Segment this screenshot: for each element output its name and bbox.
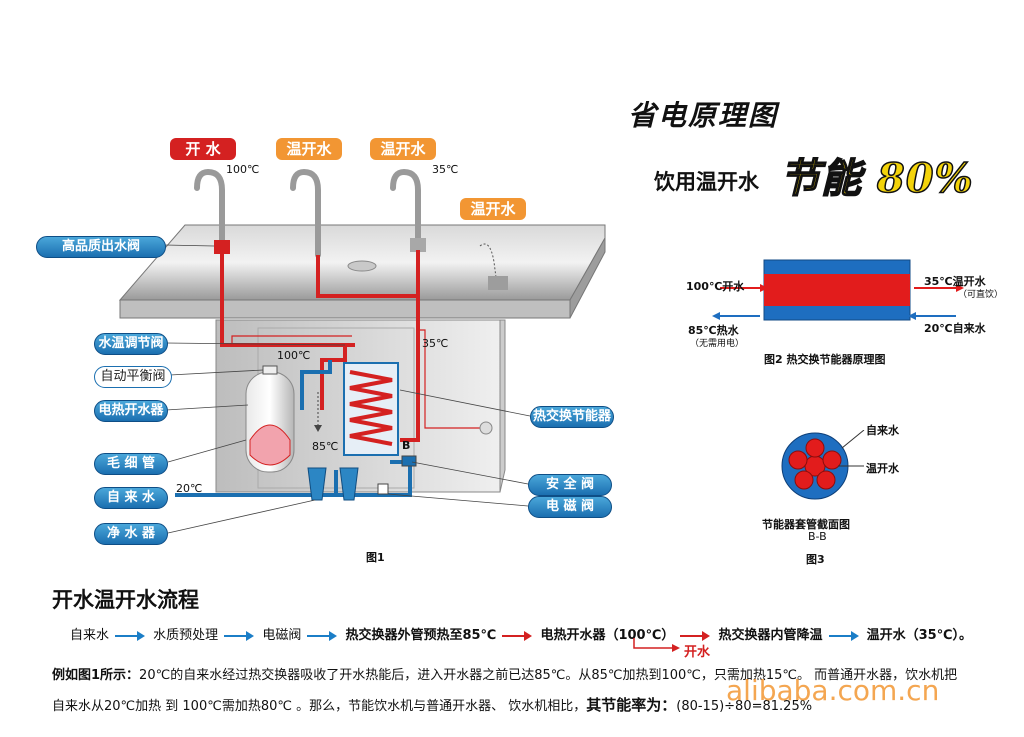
flow-step-4: 热交换器外管预热至85℃ [345, 628, 497, 643]
flow-arrow-icon [115, 630, 146, 641]
drain [347, 260, 377, 272]
temp-85: 85℃ [312, 440, 339, 453]
temp-35-mid: 35℃ [422, 337, 449, 350]
label-outlet-valve: 高品质出水阀 [36, 236, 166, 258]
para1-lead: 例如图1所示： [52, 668, 140, 683]
subtitle: 饮用温开水 [654, 170, 759, 194]
label-temp-valve: 水温调节阀 [94, 333, 168, 355]
flow-step-7: 温开水（35℃）。 [866, 628, 972, 643]
fig2-in-hot: 100℃开水 [686, 280, 745, 293]
fig3-fig-caption: 图3 [806, 553, 825, 566]
watermark: alibaba.com.cn [726, 674, 940, 707]
label-capillary: 毛 细 管 [94, 453, 168, 475]
label-heat-exchanger: 热交换节能器 [530, 406, 614, 428]
main-title: 省电原理图 [628, 99, 779, 132]
label-tap-water: 自 来 水 [94, 487, 168, 509]
temp-35-top: 35℃ [432, 163, 459, 176]
figure1-caption: 图1 [366, 551, 385, 564]
label-heater: 电热开水器 [94, 400, 168, 422]
flow-branch-label: 开水 [684, 645, 711, 660]
label-solenoid-valve: 电 磁 阀 [528, 496, 612, 518]
faucet-1 [194, 168, 421, 258]
fig2-out-85: 85℃热水 [688, 324, 739, 337]
flow-step-5: 电热开水器（100℃） [540, 628, 675, 643]
flow-arrow-icon [680, 630, 711, 641]
temp-100-mid: 100℃ [277, 349, 311, 362]
flow-step-1: 自来水 [70, 628, 110, 643]
tap-label-boiling: 开 水 [170, 138, 236, 160]
filter-2 [339, 467, 359, 501]
flow-arrow-icon [502, 630, 533, 641]
counter-right [569, 236, 606, 319]
label-safety-valve: 安 全 阀 [528, 474, 612, 496]
fig3-caption: 节能器套管截面图 [762, 518, 850, 531]
saving-badge: 节能 80% [779, 154, 974, 203]
flow-step-2: 水质预处理 [153, 628, 219, 643]
para2-formula: (80-15)÷80=81.25% [676, 699, 813, 714]
flow-step-3: 电磁阀 [262, 628, 302, 643]
cabinet-side [499, 319, 506, 493]
tap-label-warm-1: 温开水 [276, 138, 342, 160]
flow-arrow-icon [224, 630, 255, 641]
fig2-caption: 图2 热交换节能器原理图 [764, 353, 886, 366]
fig2-out-warm-note: （可直饮） [958, 290, 1004, 300]
temp-100-top: 100℃ [226, 163, 260, 176]
explanation-line-2: 自来水从20℃加热 到 100℃需加热80℃ 。那么，节能饮水机与普通开水器、 … [52, 694, 812, 715]
explanation-line-1: 例如图1所示：20℃的自来水经过热交换器吸收了开水热能后，进入开水器之前已达85… [52, 664, 957, 683]
flow-step-6: 热交换器内管降温 [718, 628, 823, 643]
fig3-label-cold: 自来水 [866, 424, 899, 437]
flow-arrow-icon [307, 630, 338, 641]
fig3-label-warm: 温开水 [866, 462, 899, 475]
filter-1 [307, 467, 327, 501]
process-flow: 自来水 水质预处理 电磁阀 热交换器外管预热至85℃ 电热开水器（100℃） 热… [70, 624, 972, 643]
para2-bold: 其节能率为： [586, 696, 677, 714]
fig3-section: B-B [808, 530, 827, 543]
label-purifier: 净 水 器 [94, 523, 168, 545]
temp-20: 20℃ [176, 482, 203, 495]
counter-front [119, 299, 571, 319]
figure3-diagram [781, 430, 865, 500]
para1-text: 20℃的自来水经过热交换器吸收了开水热能后，进入开水器之前已达85℃。从85℃加… [139, 668, 958, 683]
para2-text: 自来水从20℃加热 到 100℃需加热80℃ 。那么，节能饮水机与普通开水器、 … [52, 699, 587, 714]
fig2-out-85-note: （无需用电） [690, 339, 745, 349]
label-balance-valve: 自动平衡阀 [94, 366, 172, 388]
branch-arrow-icon [633, 638, 680, 652]
fig2-in-cold: 20℃自来水 [924, 322, 986, 335]
flow-arrow-icon [828, 630, 859, 641]
tap-label-warm-3: 温开水 [460, 198, 526, 220]
process-title: 开水温开水流程 [52, 588, 199, 612]
figure2-diagram [712, 259, 964, 321]
fig2-out-warm: 35℃温开水 [924, 275, 986, 288]
tap-label-warm-2: 温开水 [370, 138, 436, 160]
section-mark-b: B [402, 439, 411, 452]
